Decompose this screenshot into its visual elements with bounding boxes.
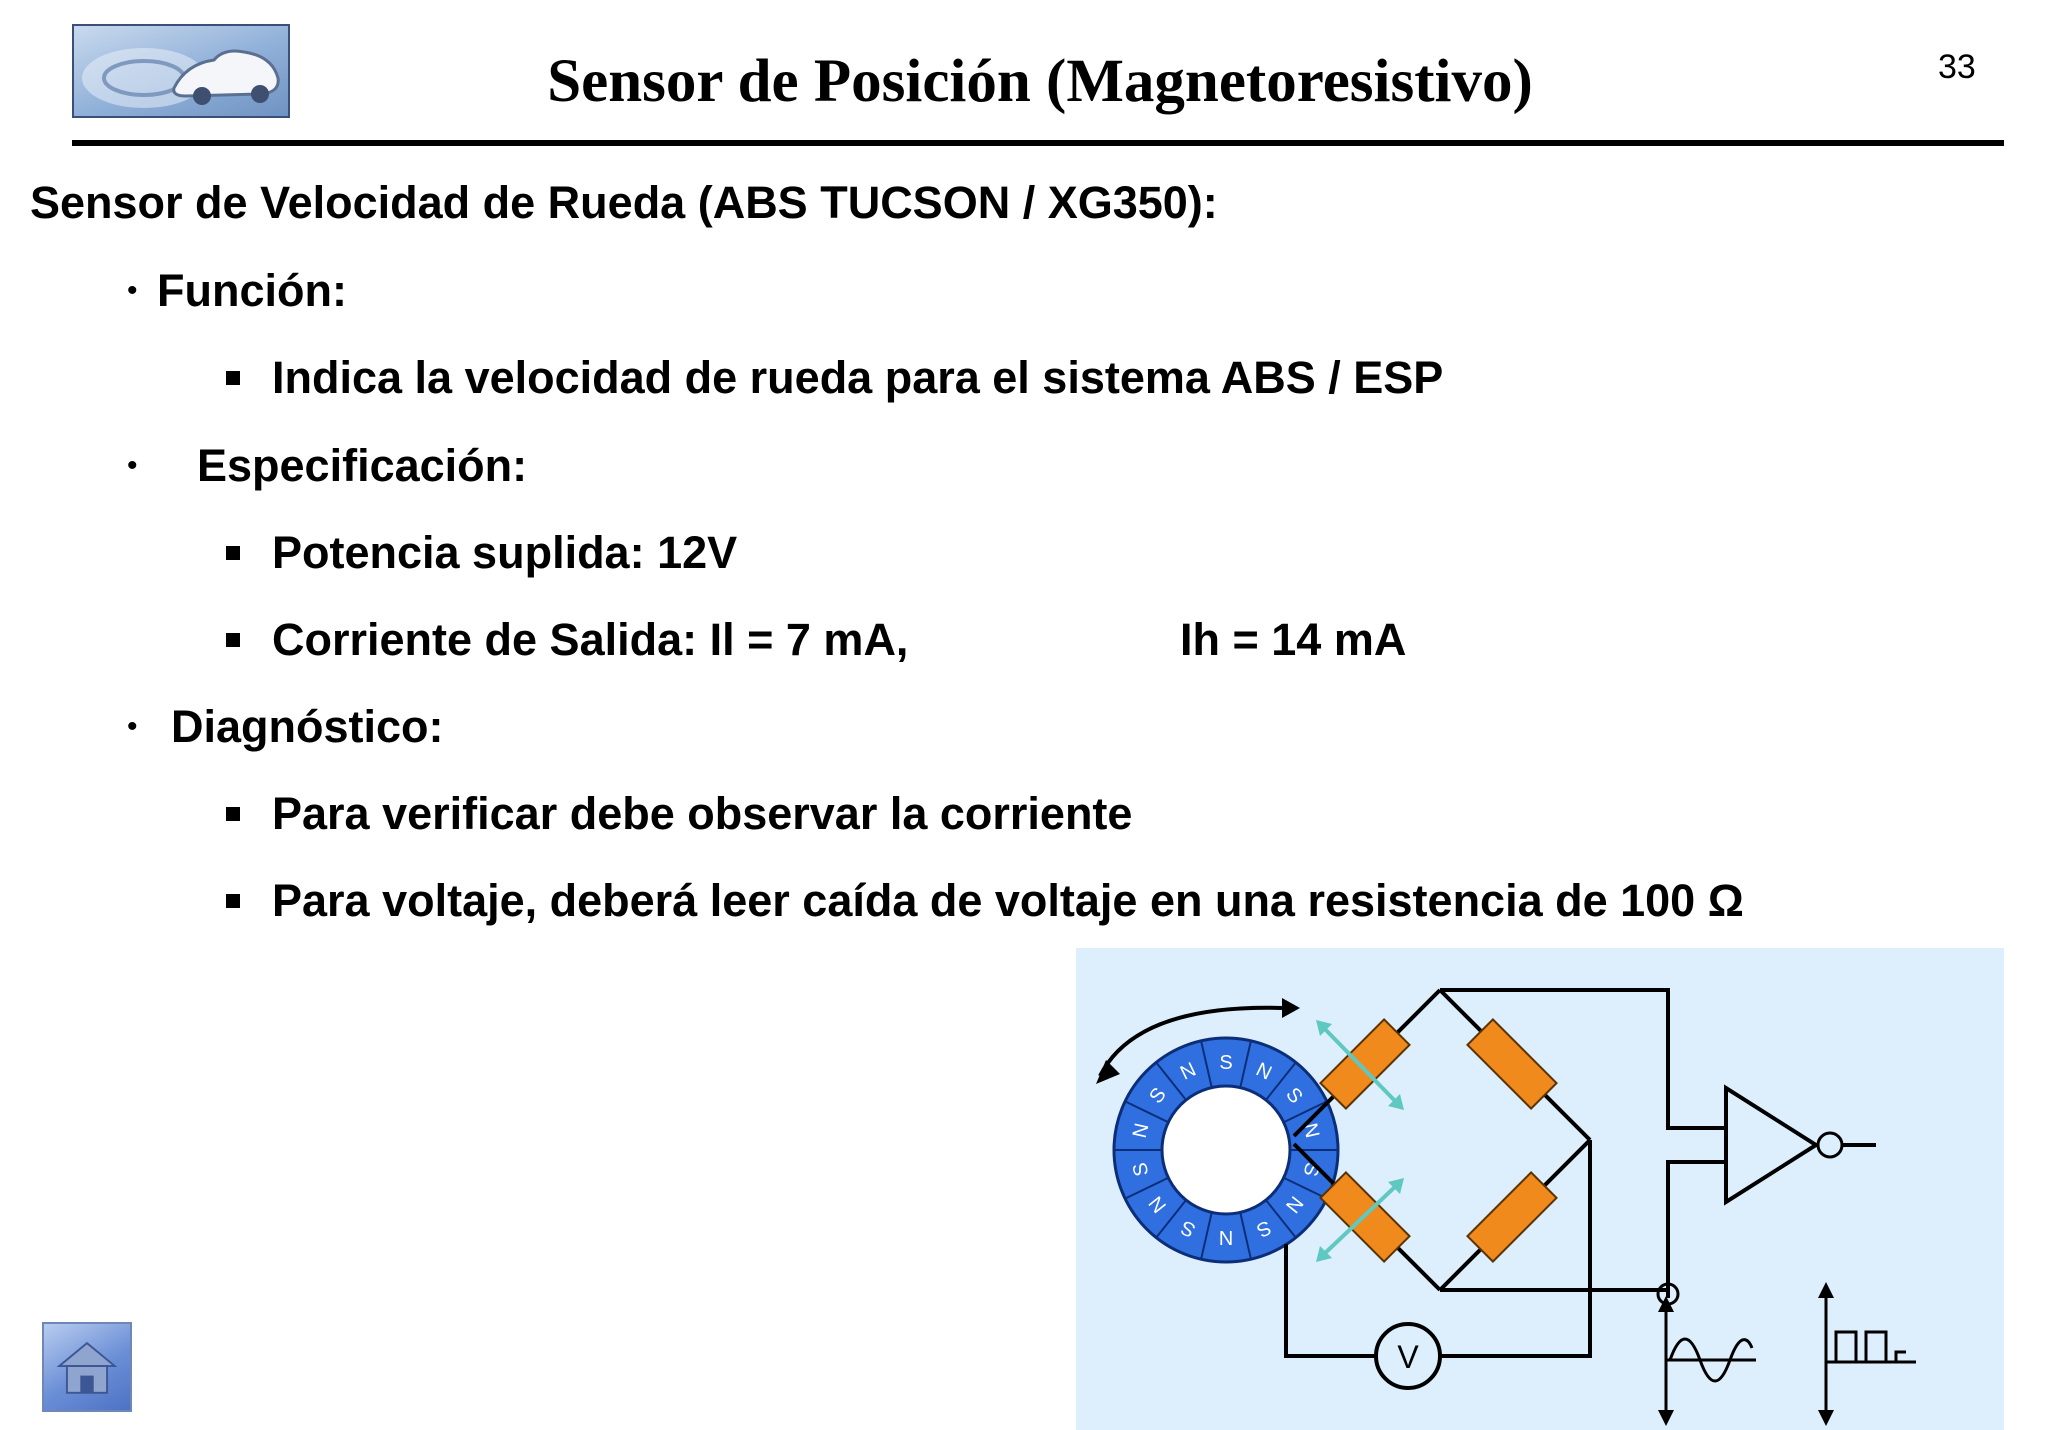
ring-segment-divider bbox=[1200, 1212, 1213, 1260]
ring-pole-label: S bbox=[1129, 1160, 1153, 1178]
ring-pole-label: S bbox=[1219, 1052, 1232, 1074]
comparator-icon bbox=[1724, 1084, 1820, 1206]
item-voltaje: Para voltaje, deberá leer caída de volta… bbox=[272, 875, 1744, 926]
section-subtitle: Sensor de Velocidad de Rueda (ABS TUCSON… bbox=[30, 177, 1218, 228]
bullet-dot: • bbox=[127, 449, 138, 482]
ring-segment-divider bbox=[1124, 1100, 1169, 1124]
ring-segment-divider bbox=[1283, 1176, 1328, 1200]
waveform-arrow bbox=[1818, 1282, 1834, 1298]
car-logo-icon bbox=[72, 24, 290, 118]
bullet-square bbox=[226, 807, 240, 821]
ring-segment-divider bbox=[1265, 1061, 1297, 1101]
ring-segment-divider bbox=[1265, 1199, 1297, 1239]
page-title: Sensor de Posición (Magnetoresistivo) bbox=[547, 48, 1533, 115]
ring-segment-divider bbox=[1155, 1199, 1187, 1239]
resistor-upper-left bbox=[1319, 1018, 1411, 1110]
heading-funcion: Función: bbox=[157, 265, 347, 316]
resistor-upper-right bbox=[1466, 1018, 1558, 1110]
voltmeter-label: V bbox=[1397, 1339, 1419, 1375]
output-terminal bbox=[1816, 1131, 1844, 1159]
heading-diagnostico: Diagnóstico: bbox=[171, 701, 444, 752]
waveform-arrow bbox=[1818, 1410, 1834, 1426]
home-button[interactable] bbox=[42, 1322, 132, 1412]
ring-segment-divider bbox=[1283, 1100, 1328, 1124]
item-corriente-ih: Ih = 14 mA bbox=[1180, 614, 1407, 665]
item-potencia: Potencia suplida: 12V bbox=[272, 527, 738, 578]
home-icon bbox=[56, 1341, 118, 1394]
voltmeter-icon bbox=[1374, 1322, 1442, 1390]
bullet-dot: • bbox=[127, 710, 138, 743]
item-corriente-il: Corriente de Salida: Il = 7 mA, bbox=[272, 614, 909, 665]
field-arrow-icon bbox=[1320, 1024, 1400, 1258]
rotation-arrow-head bbox=[1096, 1060, 1120, 1084]
square-waveform-icon bbox=[1824, 1292, 1916, 1416]
bullet-square bbox=[226, 546, 240, 560]
heading-especificacion: Especificación: bbox=[197, 440, 528, 491]
ring-segment-divider bbox=[1200, 1040, 1213, 1088]
bullet-square bbox=[226, 894, 240, 908]
header-divider bbox=[72, 140, 2004, 146]
rotation-arrow-head bbox=[1282, 998, 1300, 1018]
bullet-square bbox=[226, 633, 240, 647]
item-verificar: Para verificar debe observar la corrient… bbox=[272, 788, 1133, 839]
ring-pole-label: N bbox=[1129, 1121, 1154, 1140]
ring-inner bbox=[1160, 1084, 1292, 1216]
ring-segment-divider bbox=[1239, 1040, 1252, 1088]
waveform-arrow bbox=[1658, 1410, 1674, 1426]
rotation-arrow-icon bbox=[1098, 1005, 1283, 1077]
bullet-dot: • bbox=[127, 274, 138, 307]
ring-segment-divider bbox=[1155, 1061, 1187, 1101]
item-funcion-1: Indica la velocidad de rueda para el sis… bbox=[272, 352, 1444, 403]
sine-waveform-icon bbox=[1664, 1306, 1756, 1416]
ring-segment-divider bbox=[1239, 1212, 1252, 1260]
waveform-arrow bbox=[1658, 1296, 1674, 1312]
resistor-lower-right bbox=[1466, 1171, 1558, 1263]
field-arrow-heads bbox=[1316, 1020, 1404, 1262]
bullet-square bbox=[226, 371, 240, 385]
page-number: 33 bbox=[1938, 48, 1976, 86]
ring-segment-divider bbox=[1124, 1176, 1169, 1200]
ring-pole-label: N bbox=[1219, 1226, 1233, 1248]
